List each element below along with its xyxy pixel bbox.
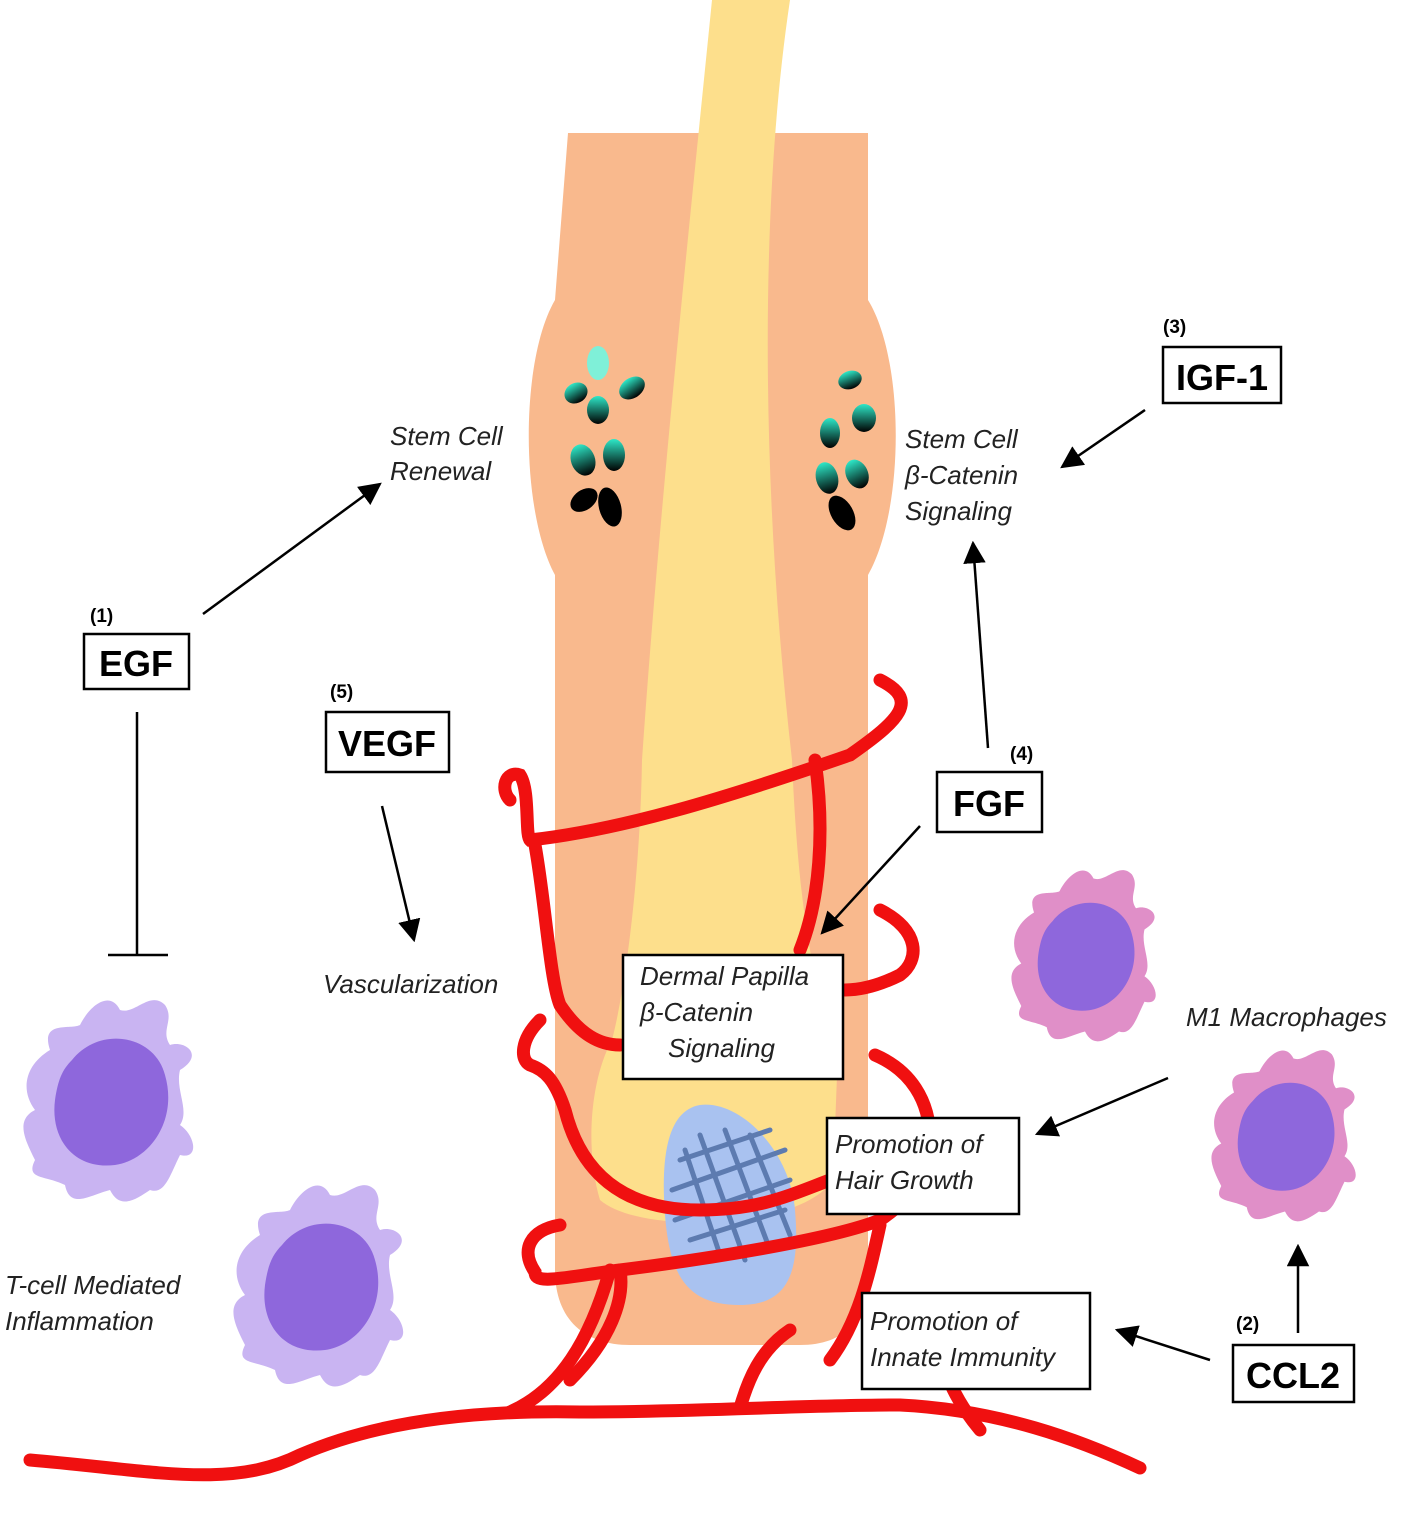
dermal-papilla-box: Dermal Papilla β-Catenin Signaling xyxy=(621,953,845,1081)
svg-text:(5): (5) xyxy=(330,682,353,703)
stem-cell-cluster-right xyxy=(815,370,876,531)
svg-text:Promotion of: Promotion of xyxy=(835,1129,985,1159)
t-cell-icon xyxy=(233,1185,404,1387)
stem-cell-cluster-left xyxy=(564,346,645,527)
svg-text:Renewal: Renewal xyxy=(390,456,492,486)
innate-immunity-box: Promotion of Innate Immunity xyxy=(860,1291,1092,1391)
arrow-fgf-to-papilla xyxy=(820,825,921,935)
svg-text:Dermal Papilla: Dermal Papilla xyxy=(640,961,809,991)
igf1-label: IGF-1 xyxy=(1176,357,1268,398)
svg-text:β-Catenin: β-Catenin xyxy=(904,460,1018,490)
svg-text:Promotion of: Promotion of xyxy=(870,1306,1020,1336)
ccl2-label: CCL2 xyxy=(1246,1355,1340,1396)
arrow-macrophages-to-hair-growth xyxy=(1034,1076,1169,1137)
macrophage-icon xyxy=(1011,870,1156,1042)
arrow-vegf-to-vascularization xyxy=(380,805,421,943)
egf-label: EGF xyxy=(99,643,173,684)
stem-cell-betacatenin-label: Stem Cell β-Catenin Signaling xyxy=(904,424,1019,526)
egf-factor: (1) EGF xyxy=(82,606,191,691)
arrow-ccl2-to-innate-immunity xyxy=(1114,1325,1211,1362)
ccl2-factor: (2) CCL2 xyxy=(1231,1314,1356,1404)
svg-text:Stem Cell: Stem Cell xyxy=(390,421,504,451)
arrow-igf-to-betacatenin xyxy=(1060,408,1146,469)
main-blood-vessel xyxy=(23,1398,1147,1482)
macrophage-icon xyxy=(1211,1050,1356,1222)
svg-text:Stem Cell: Stem Cell xyxy=(905,424,1019,454)
arrow-fgf-to-stemcell xyxy=(963,540,990,749)
svg-text:(3): (3) xyxy=(1163,317,1186,338)
fgf-label: FGF xyxy=(953,783,1025,824)
svg-text:Inflammation: Inflammation xyxy=(5,1306,154,1336)
hair-growth-box: Promotion of Hair Growth xyxy=(825,1116,1021,1216)
svg-text:Hair Growth: Hair Growth xyxy=(835,1165,974,1195)
svg-text:β-Catenin: β-Catenin xyxy=(639,997,753,1027)
svg-text:Signaling: Signaling xyxy=(905,496,1013,526)
vegf-label: VEGF xyxy=(338,723,436,764)
stem-cell-renewal-label: Stem Cell Renewal xyxy=(390,421,504,486)
t-cell-inflammation-label: T-cell Mediated Inflammation xyxy=(5,1270,182,1336)
svg-text:Signaling: Signaling xyxy=(668,1033,776,1063)
m1-macrophages-label: M1 Macrophages xyxy=(1186,1002,1387,1032)
igf1-factor: (3) IGF-1 xyxy=(1161,317,1283,405)
svg-text:(4): (4) xyxy=(1010,744,1033,765)
svg-text:T-cell Mediated: T-cell Mediated xyxy=(5,1270,182,1300)
svg-text:(1): (1) xyxy=(90,606,113,627)
vegf-factor: (5) VEGF xyxy=(324,682,451,774)
hair-shaft xyxy=(591,0,838,1223)
svg-text:Innate Immunity: Innate Immunity xyxy=(870,1342,1057,1372)
fgf-factor: (4) FGF xyxy=(935,744,1044,834)
svg-text:(2): (2) xyxy=(1236,1314,1259,1335)
vascularization-label: Vascularization xyxy=(323,969,498,999)
t-cell-icon xyxy=(23,1000,194,1202)
arrow-egf-to-renewal xyxy=(202,482,382,616)
